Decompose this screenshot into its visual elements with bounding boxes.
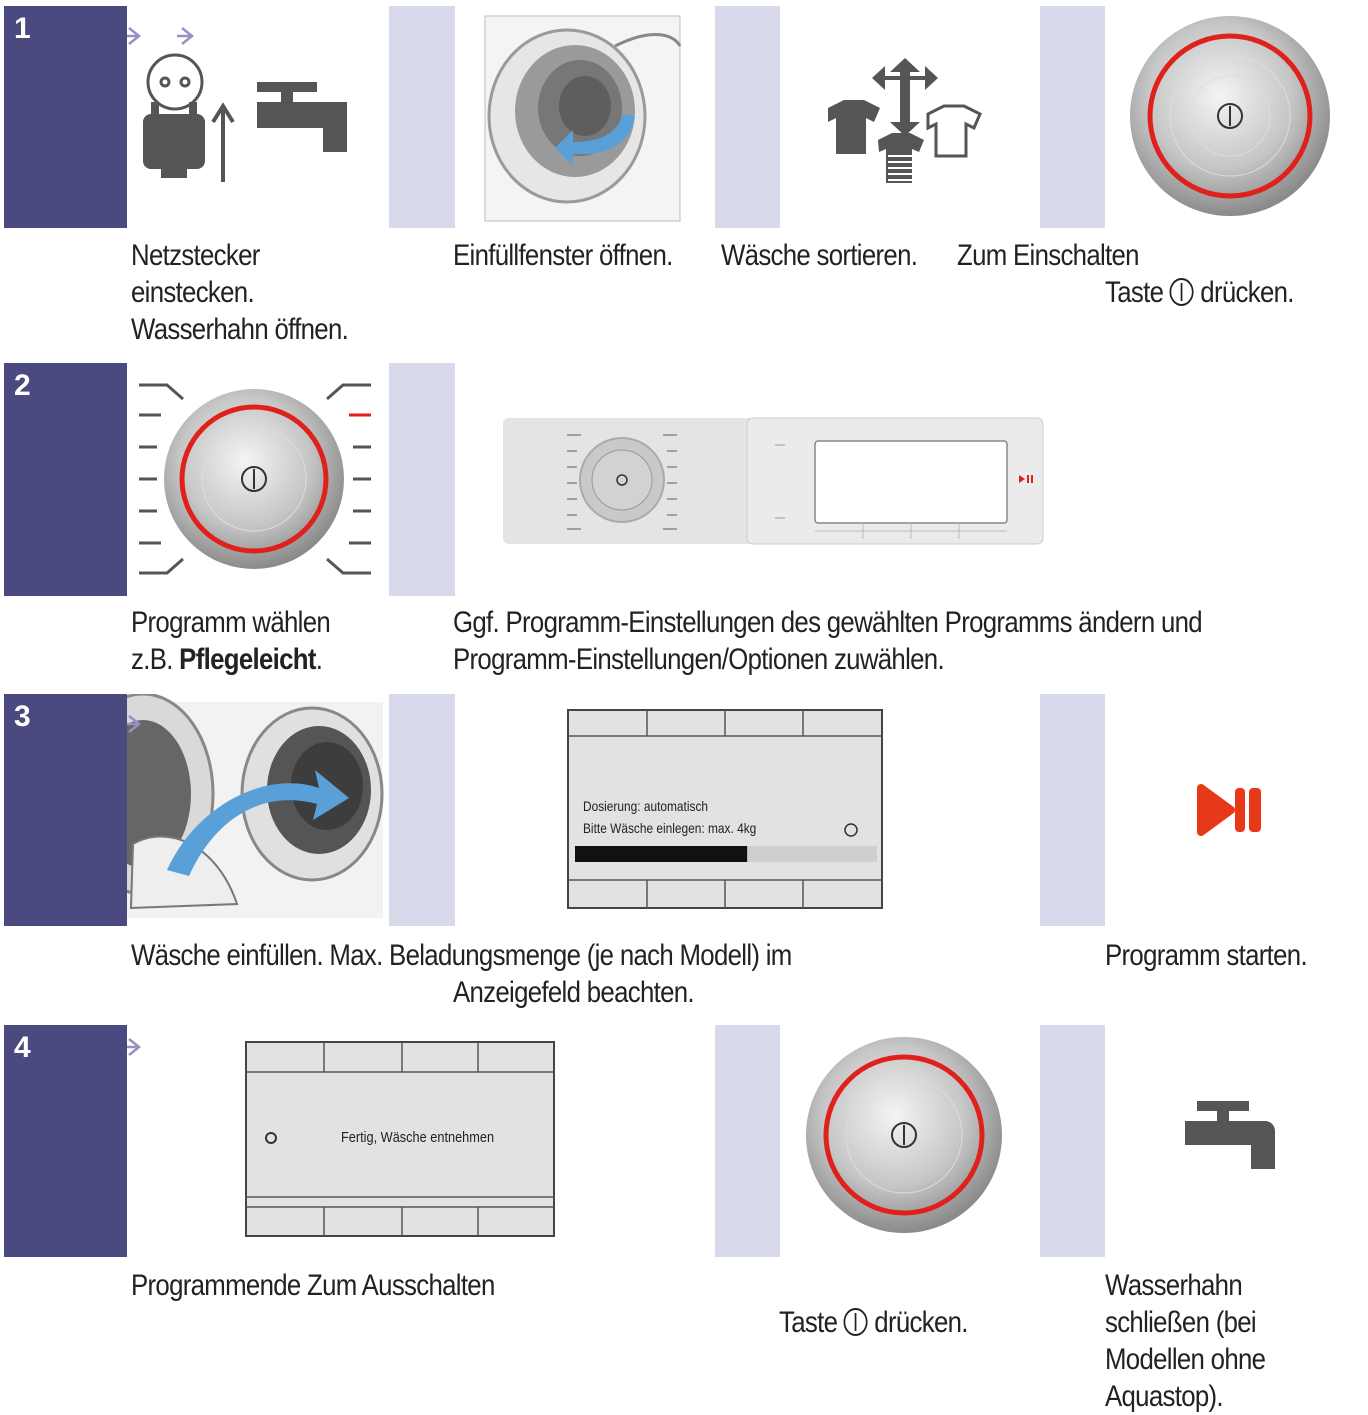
caption-power-off: Taste drücken. <box>779 1306 968 1339</box>
dosing-line-1: Dosierung: automatisch <box>583 798 709 814</box>
load-laundry-panel <box>127 694 389 926</box>
finished-display-panel: Fertig, Wäsche entnehmen <box>127 1025 715 1257</box>
step-1-number: 1 <box>4 6 127 228</box>
sort-laundry-panel <box>780 6 1040 228</box>
close-tap-panel <box>1105 1025 1366 1257</box>
control-panel-illustration <box>503 417 1044 545</box>
dosing-progress-bar <box>575 846 748 862</box>
caption-plug-line2: einstecken. <box>131 276 255 309</box>
caption-load-1: Wäsche einfüllen. Max. Beladungsmenge (j… <box>131 939 792 972</box>
caption-plug-line3: Wasserhahn öffnen. <box>131 313 349 346</box>
caption-plug-line1: Netzstecker <box>131 239 260 272</box>
power-button-icon <box>806 1037 1002 1233</box>
caption-program-1: Programm wählen <box>131 606 331 639</box>
caption-start: Programm starten. <box>1105 939 1308 972</box>
power-off-panel[interactable] <box>780 1025 1040 1257</box>
program-selector-panel[interactable] <box>127 363 389 596</box>
dosing-display-panel: Dosierung: automatisch Bitte Wäsche einl… <box>455 694 1040 926</box>
load-laundry-illustration <box>127 694 384 918</box>
water-tap-icon <box>1185 1101 1275 1169</box>
power-icon <box>843 1308 868 1336</box>
caption-program-2: z.B. Pflegeleicht. <box>131 643 323 676</box>
water-tap-icon <box>257 82 347 152</box>
finished-message: Fertig, Wäsche entnehmen <box>341 1129 495 1146</box>
caption-tap-1: Wasserhahn <box>1105 1269 1243 1302</box>
sort-laundry-icon <box>828 58 982 183</box>
caption-tap-3: Modellen ohne <box>1105 1343 1266 1376</box>
start-pause-icon <box>1197 784 1261 836</box>
start-pause-panel[interactable] <box>1105 694 1366 926</box>
caption-settings-2: Programm-Einstellungen/Optionen zuwählen… <box>453 643 945 676</box>
caption-load-2: Anzeigefeld beachten. <box>453 976 695 1009</box>
program-selector-icon <box>139 383 371 575</box>
caption-door: Einfüllfenster öffnen. <box>453 239 673 272</box>
step-3-number: 3 <box>4 694 127 926</box>
power-button-panel[interactable] <box>1105 6 1366 228</box>
power-button-icon <box>1130 16 1330 216</box>
power-icon <box>1169 278 1194 306</box>
caption-power-a: Zum Einschalten <box>957 239 1140 272</box>
plug-and-tap-panel <box>127 6 389 228</box>
dosing-line-2: Bitte Wäsche einlegen: max. 4kg <box>583 820 757 836</box>
caption-sort: Wäsche sortieren. <box>721 239 918 272</box>
control-panel-panel <box>455 363 1366 596</box>
caption-power-b: Taste drücken. <box>1105 276 1294 309</box>
caption-end: Programmende Zum Ausschalten <box>131 1269 495 1302</box>
program-name: Pflegeleicht <box>179 643 316 676</box>
caption-tap-4: Aquastop). <box>1105 1380 1224 1413</box>
power-plug-icon <box>143 53 235 182</box>
door-open-panel <box>455 6 715 228</box>
step-2-number: 2 <box>4 363 127 596</box>
step-4-number: 4 <box>4 1025 127 1257</box>
caption-tap-2: schließen (bei <box>1105 1306 1257 1339</box>
caption-settings-1: Ggf. Programm-Einstellungen des gewählte… <box>453 606 1203 639</box>
